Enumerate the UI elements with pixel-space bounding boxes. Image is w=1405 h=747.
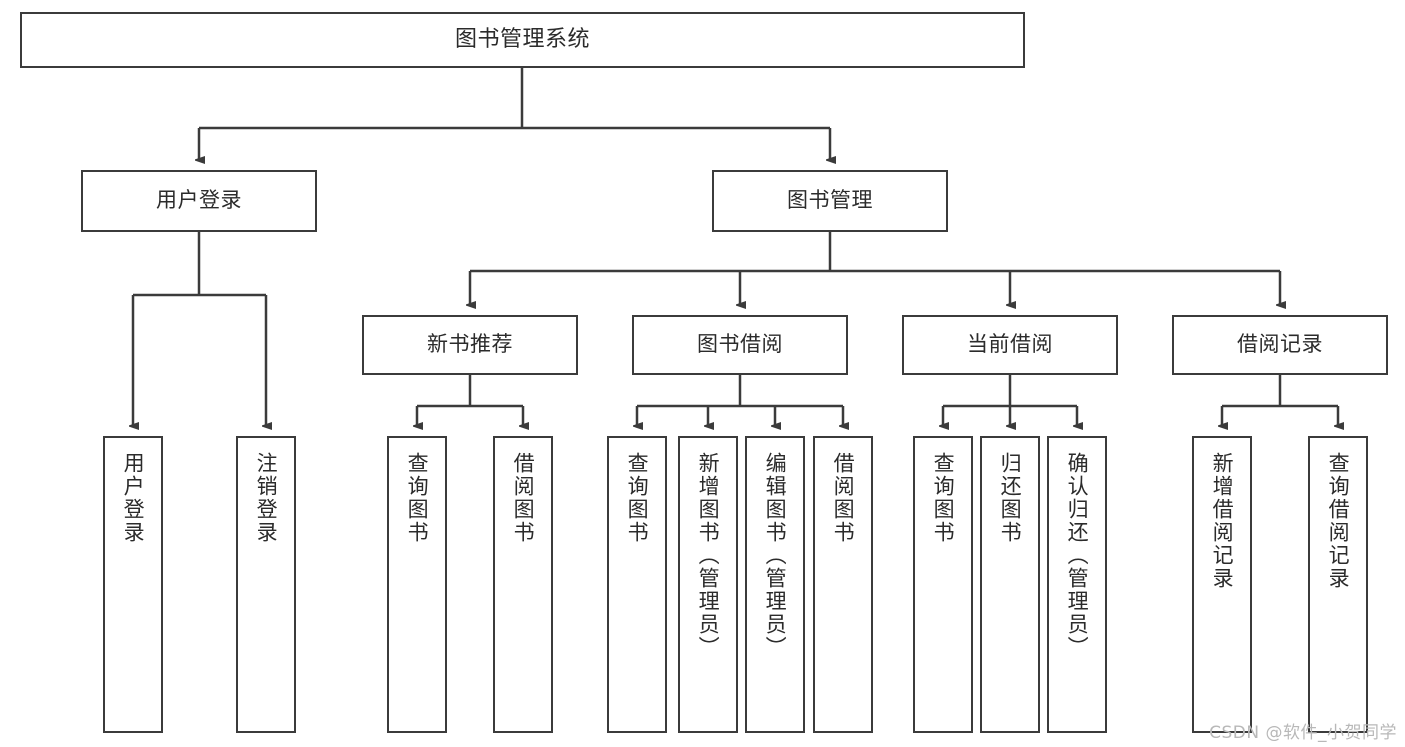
leaf-borrow-query-book-label: 查询图书 <box>625 452 650 544</box>
node-borrow-record[interactable]: 借阅记录 <box>1172 315 1388 375</box>
leaf-borrow-edit-book[interactable]: 编辑图书（管理员） <box>745 436 805 733</box>
node-new-book-recommend-label: 新书推荐 <box>427 332 513 357</box>
leaf-record-query-label: 查询借阅记录 <box>1326 452 1351 590</box>
node-book-borrow[interactable]: 图书借阅 <box>632 315 848 375</box>
leaf-newbook-query-book[interactable]: 查询图书 <box>387 436 447 733</box>
node-book-borrow-label: 图书借阅 <box>697 332 783 357</box>
node-new-book-recommend[interactable]: 新书推荐 <box>362 315 578 375</box>
leaf-newbook-borrow-book-label: 借阅图书 <box>511 452 536 544</box>
node-root-label: 图书管理系统 <box>454 26 590 52</box>
node-user-login[interactable]: 用户登录 <box>81 170 317 232</box>
leaf-newbook-query-book-label: 查询图书 <box>405 452 430 544</box>
leaf-current-query-book[interactable]: 查询图书 <box>913 436 973 733</box>
leaf-current-confirm-return[interactable]: 确认归还（管理员） <box>1047 436 1107 733</box>
node-current-borrow[interactable]: 当前借阅 <box>902 315 1118 375</box>
node-root[interactable]: 图书管理系统 <box>20 12 1025 68</box>
node-book-management[interactable]: 图书管理 <box>712 170 948 232</box>
leaf-user-logout-label: 注销登录 <box>254 452 279 544</box>
leaf-current-return-book[interactable]: 归还图书 <box>980 436 1040 733</box>
leaf-user-login-label: 用户登录 <box>121 452 146 544</box>
leaf-record-add-label: 新增借阅记录 <box>1210 452 1235 590</box>
node-book-management-label: 图书管理 <box>787 188 873 213</box>
leaf-borrow-borrow-book-label: 借阅图书 <box>831 452 856 544</box>
node-current-borrow-label: 当前借阅 <box>967 332 1053 357</box>
leaf-newbook-borrow-book[interactable]: 借阅图书 <box>493 436 553 733</box>
leaf-borrow-edit-book-label: 编辑图书（管理员） <box>763 452 788 659</box>
leaf-current-return-book-label: 归还图书 <box>998 452 1023 544</box>
leaf-borrow-add-book[interactable]: 新增图书（管理员） <box>678 436 738 733</box>
leaf-user-login[interactable]: 用户登录 <box>103 436 163 733</box>
leaf-record-query[interactable]: 查询借阅记录 <box>1308 436 1368 733</box>
leaf-record-add[interactable]: 新增借阅记录 <box>1192 436 1252 733</box>
leaf-user-logout[interactable]: 注销登录 <box>236 436 296 733</box>
leaf-borrow-add-book-label: 新增图书（管理员） <box>696 452 721 659</box>
node-borrow-record-label: 借阅记录 <box>1237 332 1323 357</box>
leaf-borrow-query-book[interactable]: 查询图书 <box>607 436 667 733</box>
leaf-current-query-book-label: 查询图书 <box>931 452 956 544</box>
leaf-borrow-borrow-book[interactable]: 借阅图书 <box>813 436 873 733</box>
leaf-current-confirm-return-label: 确认归还（管理员） <box>1065 452 1090 659</box>
node-user-login-label: 用户登录 <box>156 188 242 213</box>
watermark: CSDN @软件_小贺同学 <box>1209 723 1397 743</box>
